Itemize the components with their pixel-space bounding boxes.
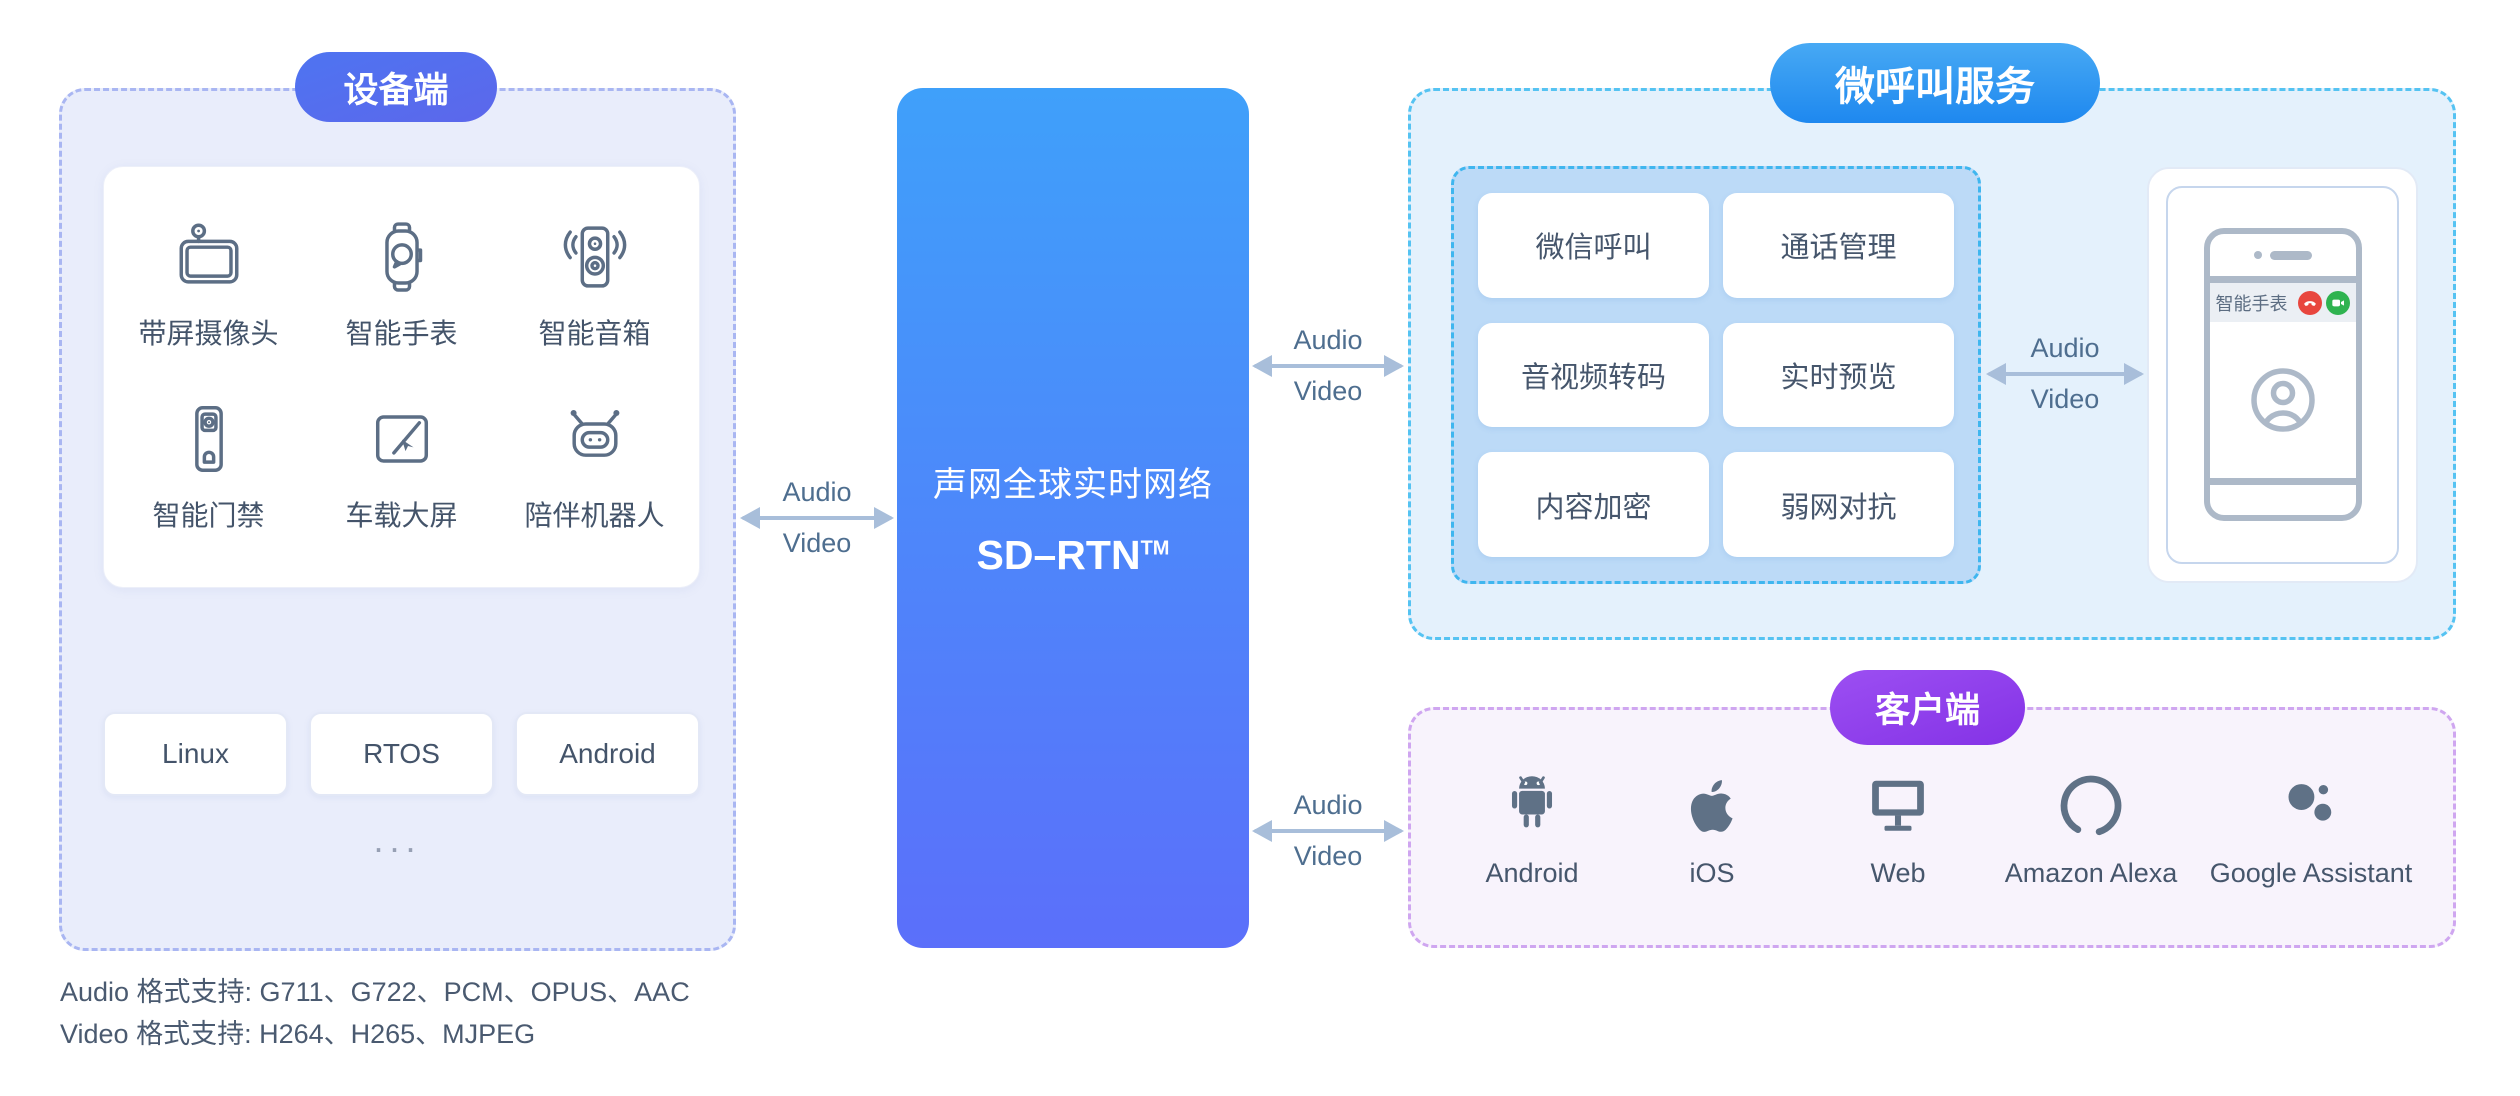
- device-label: 带屏摄像头: [138, 318, 279, 349]
- apple-icon: [1690, 780, 1733, 832]
- device-card: 带屏摄像头 智能手表: [103, 166, 700, 588]
- device-item: 陪伴机器人: [498, 377, 691, 559]
- device-panel-badge: 设备端: [295, 52, 497, 122]
- double-arrow-icon: [1252, 820, 1404, 843]
- grid-phone-arrow: Audio Video: [1986, 333, 2144, 415]
- device-item: 带屏摄像头: [112, 195, 305, 377]
- platform-label: Web: [1870, 858, 1926, 888]
- car-screen-icon: [375, 415, 428, 463]
- sdrtn-name-text: SD–RTN: [976, 532, 1141, 578]
- sdrtn-tm: TM: [1140, 537, 1170, 560]
- phone-top-bar: [2210, 234, 2356, 276]
- phone-divider: [2209, 478, 2356, 485]
- android-icon: [1511, 776, 1553, 828]
- device-label: 智能门禁: [152, 500, 265, 531]
- platform-label: Android: [1485, 858, 1579, 888]
- arrow-label-audio: Audio: [1293, 790, 1363, 820]
- device-label: 智能音箱: [538, 318, 651, 349]
- phone-preview-card: 智能手表: [2147, 167, 2418, 583]
- arrow-label-video: Video: [2030, 384, 2100, 415]
- sdrtn-client-arrow: Audio Video: [1252, 790, 1404, 872]
- camera-dot-icon: [2253, 251, 2262, 259]
- platform-web: Web: [1758, 770, 2038, 889]
- door-access-icon: [194, 406, 223, 472]
- platform-ios: iOS: [1572, 770, 1852, 889]
- arrow-label-audio: Audio: [1293, 325, 1363, 355]
- robot-icon: [570, 409, 619, 457]
- feature-card: 通话管理: [1723, 193, 1954, 298]
- phone-card-inner-frame: [2166, 186, 2399, 564]
- platform-label: Amazon Alexa: [2004, 858, 2178, 888]
- device-os-row: Linux RTOS Android: [103, 712, 700, 796]
- speaker-pill-icon: [2269, 250, 2312, 260]
- smart-watch-icon: [384, 222, 422, 292]
- hangup-phone-icon: [2303, 300, 2316, 306]
- sdrtn-callservice-arrow: Audio Video: [1252, 325, 1404, 407]
- accept-video-button: [2325, 290, 2350, 315]
- call-service-panel: 微呼叫服务 微信呼叫 通话管理 音视频转码 实时预览 内容加密 弱网对抗 Aud…: [1408, 43, 2456, 640]
- platform-amazon-alexa: Amazon Alexa: [1951, 770, 2231, 889]
- device-item: 智能手表: [305, 195, 498, 377]
- feature-card: 内容加密: [1478, 452, 1709, 557]
- incoming-call-bar: 智能手表: [2209, 283, 2356, 322]
- feature-card: 微信呼叫: [1478, 193, 1709, 298]
- audio-formats-note: Audio 格式支持: G711、G722、PCM、OPUS、AAC: [60, 977, 690, 1007]
- video-formats-note: Video 格式支持: H264、H265、MJPEG: [60, 1019, 536, 1049]
- smart-speaker-icon: [563, 226, 626, 288]
- arrow-label-video: Video: [782, 528, 852, 559]
- arrow-label-audio: Audio: [782, 477, 852, 507]
- os-box-android: Android: [515, 712, 700, 796]
- feature-card: 弱网对抗: [1723, 452, 1954, 557]
- os-box-linux: Linux: [103, 712, 288, 796]
- more-ellipsis: ...: [373, 819, 422, 860]
- avatar-icon: [2250, 368, 2315, 432]
- double-arrow-icon: [1252, 355, 1404, 378]
- call-service-badge: 微呼叫服务: [1770, 43, 2100, 123]
- amazon-alexa-icon: [2060, 775, 2122, 837]
- double-arrow-icon: [1986, 363, 2144, 386]
- caller-name: 智能手表: [2215, 293, 2288, 314]
- client-panel-badge: 客户端: [1830, 670, 2025, 745]
- device-label: 智能手表: [345, 318, 458, 349]
- device-label: 车载大屏: [345, 500, 458, 531]
- feature-card: 音视频转码: [1478, 322, 1709, 428]
- device-sdrtn-arrow: Audio Video: [740, 477, 894, 559]
- platform-label: Google Assistant: [2209, 858, 2413, 888]
- sdrtn-name: SD–RTNTM: [977, 532, 1170, 579]
- screen-camera-icon: [179, 223, 238, 284]
- platform-label: iOS: [1689, 858, 1735, 888]
- call-preview-area: [2210, 322, 2356, 478]
- web-monitor-icon: [1872, 780, 1924, 831]
- call-service-feature-grid: 微信呼叫 通话管理 音视频转码 实时预览 内容加密 弱网对抗: [1451, 166, 1981, 584]
- phone-bottom-bar: [2210, 485, 2356, 515]
- arrow-label-audio: Audio: [2030, 333, 2100, 363]
- os-box-rtos: RTOS: [309, 712, 494, 796]
- device-item: 智能音箱: [498, 195, 691, 377]
- phone-mockup: 智能手表: [2203, 228, 2362, 521]
- device-label: 陪伴机器人: [524, 500, 665, 531]
- google-assistant-icon: [2288, 784, 2332, 821]
- double-arrow-icon: [740, 507, 894, 530]
- device-item: 智能门禁: [112, 377, 305, 559]
- sdrtn-title: 声网全球实时网络: [933, 466, 1213, 504]
- hangup-button: [2297, 290, 2322, 315]
- feature-card: 实时预览: [1723, 322, 1954, 428]
- sdrtn-core-box: 声网全球实时网络 SD–RTNTM: [897, 88, 1249, 948]
- platform-google-assistant: Google Assistant: [2171, 770, 2451, 889]
- device-item: 车载大屏: [305, 377, 498, 559]
- video-camera-icon: [2331, 299, 2344, 306]
- device-panel: 设备端 带屏摄像头 智: [59, 52, 736, 951]
- arrow-label-video: Video: [1293, 841, 1363, 872]
- platform-android: Android: [1392, 770, 1672, 889]
- phone-divider: [2209, 276, 2356, 283]
- client-panel: 客户端 Android iO: [1408, 670, 2456, 948]
- arrow-label-video: Video: [1293, 376, 1363, 407]
